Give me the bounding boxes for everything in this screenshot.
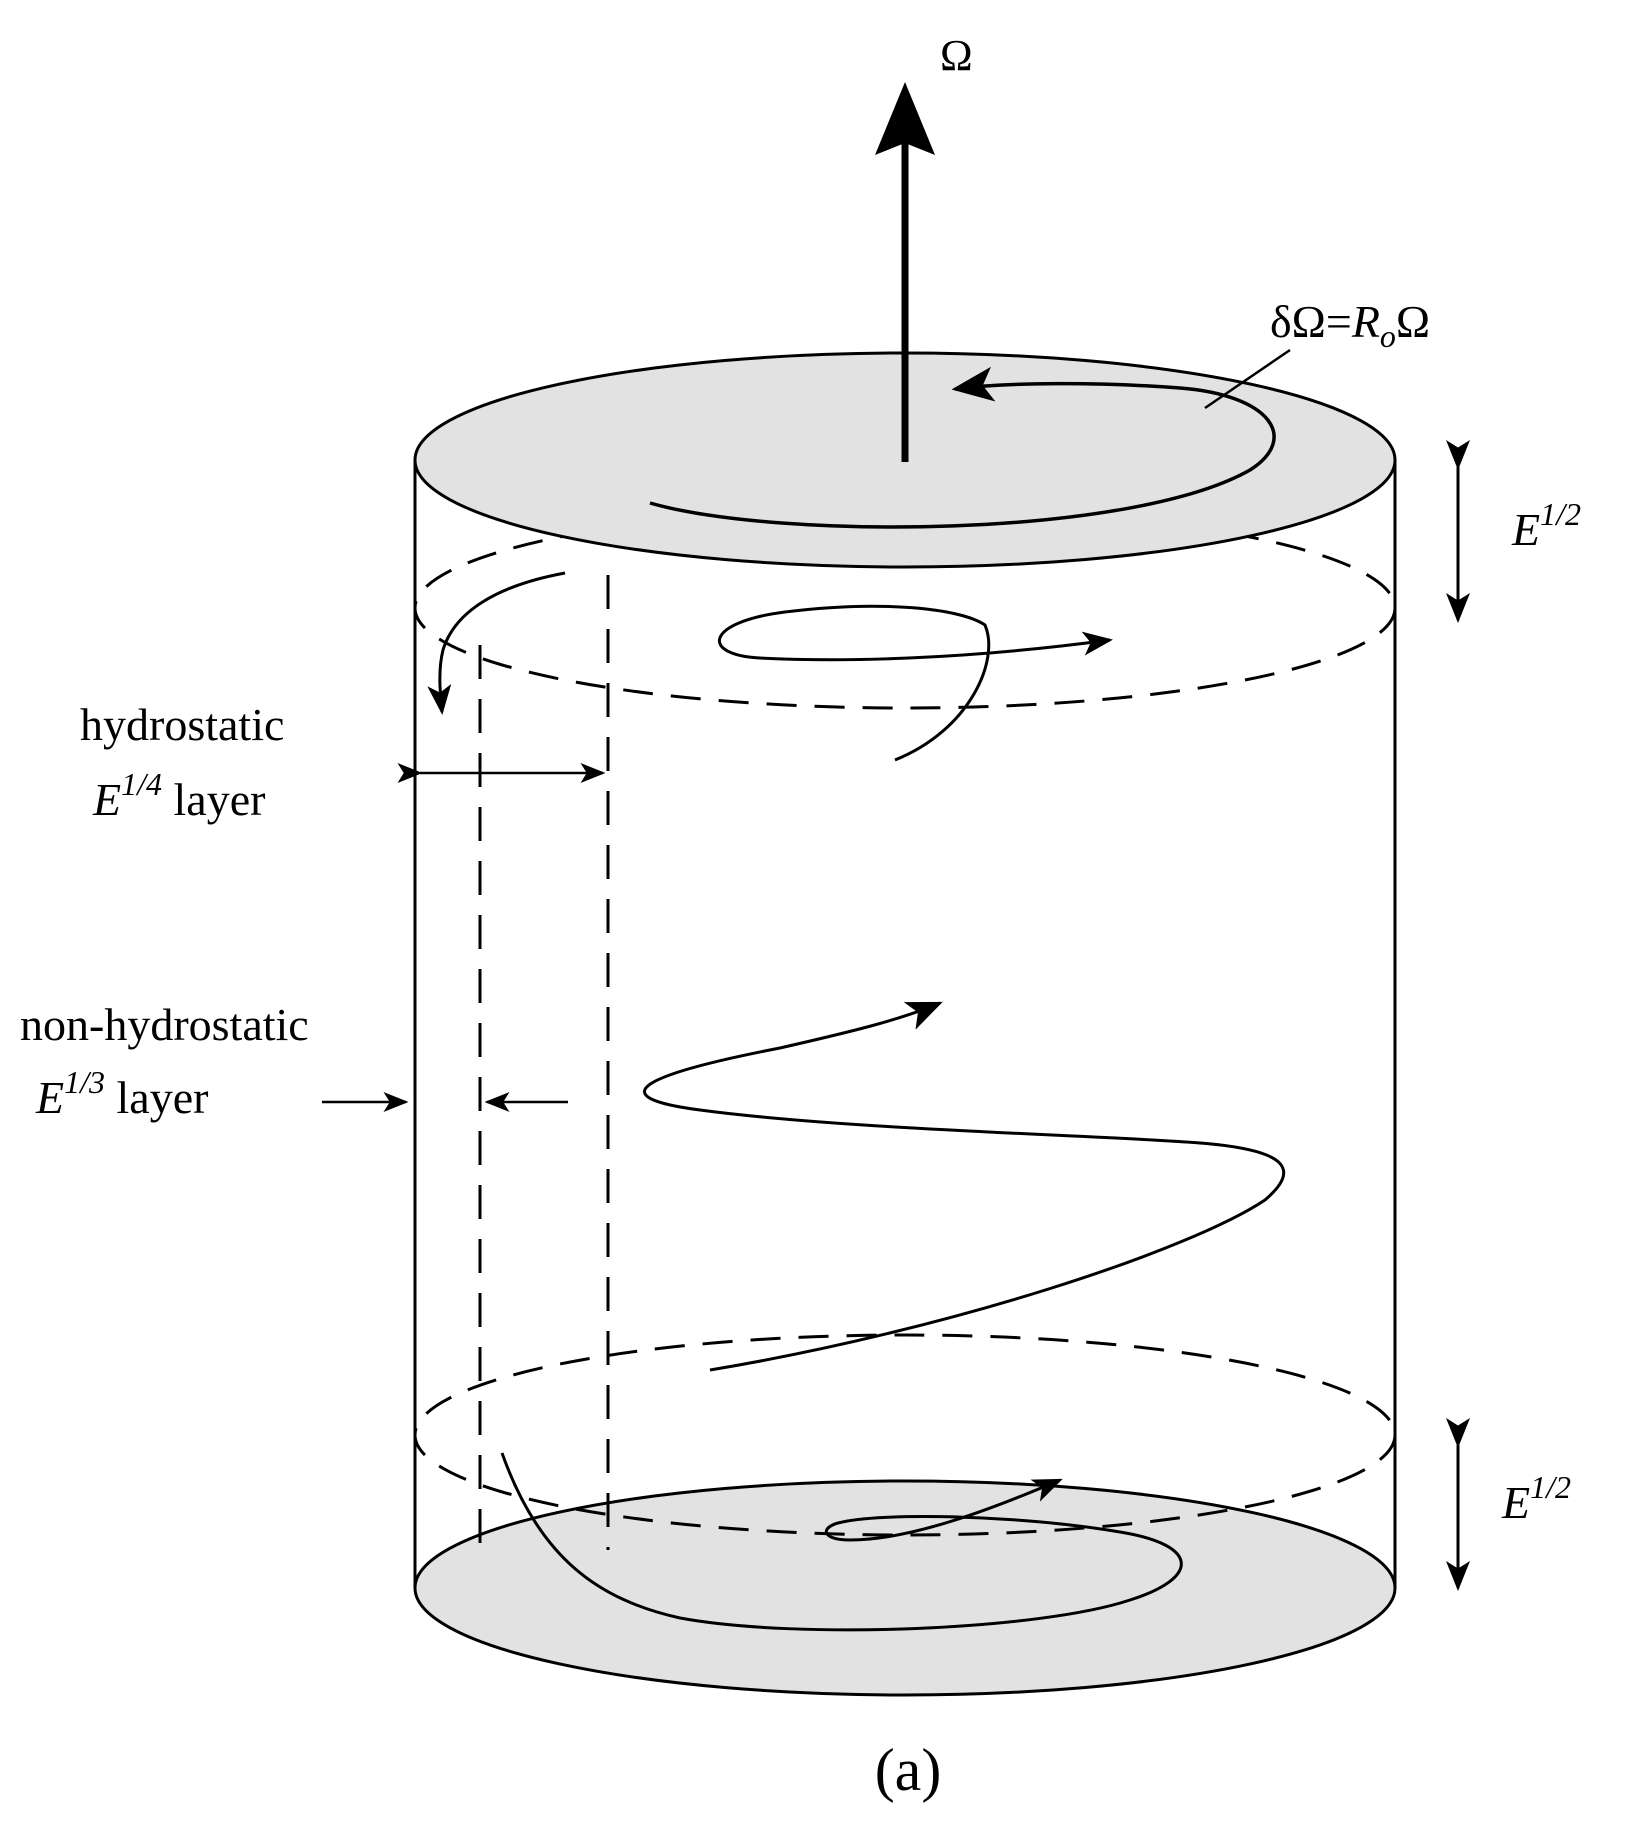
non-hydrostatic-base: E	[35, 1072, 64, 1123]
bottom-lid-spiral-flow	[500, 1452, 1183, 1632]
top-layer-base: E	[1511, 504, 1540, 555]
rossby-symbol: R	[1351, 296, 1380, 347]
non-hydrostatic-exponent: 1/3	[64, 1064, 105, 1100]
panel-label: (a)	[875, 1737, 942, 1803]
delta-omega: δΩ=	[1270, 296, 1352, 347]
hydrostatic-suffix: layer	[162, 774, 265, 825]
bottom-lid	[413, 1479, 1397, 1697]
rossby-subscript: o	[1380, 318, 1396, 354]
omega-symbol: Ω	[1396, 296, 1430, 347]
delta-omega-leader	[1204, 348, 1291, 410]
top-layer-exponent: 1/2	[1540, 496, 1581, 532]
top-layer-flow-left	[427, 571, 566, 715]
non-hydrostatic-label-line1: non-hydrostatic	[20, 999, 309, 1050]
interior-helical-flow	[642, 1001, 1286, 1372]
rotation-label: Ω	[940, 31, 973, 80]
bottom-layer-label: E1/2	[1501, 1469, 1571, 1528]
top-lid-spiral-flow	[649, 366, 1276, 529]
top-layer-flow-loop	[717, 604, 1113, 762]
differential-rotation-label: δΩ=RoΩ	[1270, 296, 1430, 354]
non-hydrostatic-label-line2: E1/3 layer	[35, 1064, 208, 1123]
non-hydrostatic-suffix: layer	[105, 1072, 208, 1123]
bottom-layer-base: E	[1501, 1477, 1530, 1528]
hydrostatic-exponent: 1/4	[121, 766, 162, 802]
bottom-layer-exponent: 1/2	[1530, 1469, 1571, 1505]
bottom-ekman-layer-boundary	[413, 1333, 1397, 1537]
hydrostatic-base: E	[92, 774, 121, 825]
hydrostatic-label-line2: E1/4 layer	[92, 766, 265, 825]
rotation-axis-arrowhead	[875, 82, 935, 155]
top-layer-label: E1/2	[1511, 496, 1581, 555]
hydrostatic-label-line1: hydrostatic	[80, 699, 284, 750]
